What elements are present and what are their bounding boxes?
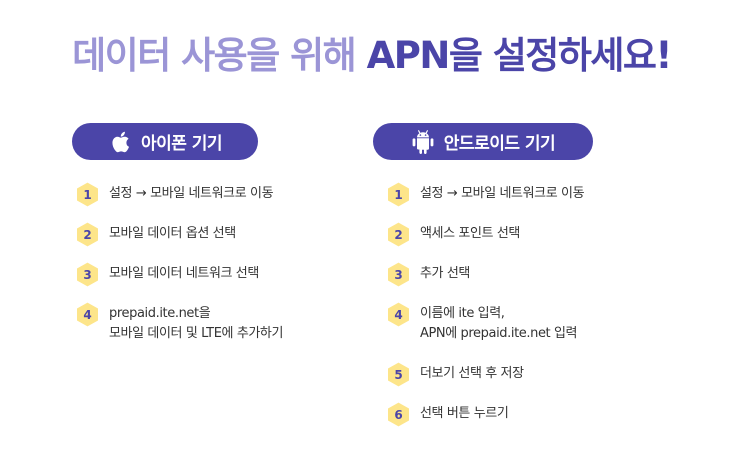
- step-item: 3 추가 선택: [387, 262, 470, 287]
- step-number: 1: [394, 187, 403, 202]
- step-number-badge: 2: [387, 222, 410, 247]
- step-number: 3: [83, 267, 92, 282]
- step-text-line: 이름에 ite 입력,: [420, 306, 505, 321]
- step-item: 3 모바일 데이터 네트워크 선택: [76, 262, 259, 287]
- step-text-line: 더보기 선택 후 저장: [420, 366, 524, 381]
- step-item: 1 설정 → 모바일 네트워크로 이동: [76, 182, 274, 207]
- step-number: 5: [394, 367, 403, 382]
- step-text: 선택 버튼 누르기: [420, 402, 509, 424]
- step-text-line: 모바일 데이터 옵션 선택: [109, 226, 236, 241]
- apple-icon: [108, 130, 132, 154]
- android-device-label: 안드로이드 기기: [443, 134, 556, 154]
- title-strong-text: APN을 설정하세요!: [366, 34, 673, 77]
- step-text: 설정 → 모바일 네트워크로 이동: [420, 182, 585, 204]
- step-number: 2: [394, 227, 403, 242]
- android-icon: [411, 129, 435, 154]
- step-item: 6 선택 버튼 누르기: [387, 402, 509, 427]
- step-text: 더보기 선택 후 저장: [420, 362, 524, 384]
- step-number: 4: [83, 307, 92, 322]
- step-text-line: 모바일 데이터 및 LTE에 추가하기: [109, 326, 284, 341]
- step-number-badge: 4: [76, 302, 99, 327]
- step-number-badge: 6: [387, 402, 410, 427]
- step-text: 추가 선택: [420, 262, 470, 284]
- step-number-badge: 3: [76, 262, 99, 287]
- step-text: 모바일 데이터 네트워크 선택: [109, 262, 259, 284]
- step-number: 3: [394, 267, 403, 282]
- step-number: 6: [394, 407, 403, 422]
- step-number-badge: 3: [387, 262, 410, 287]
- ios-device-label: 아이폰 기기: [140, 134, 223, 154]
- step-number-badge: 2: [76, 222, 99, 247]
- step-item: 2 액세스 포인트 선택: [387, 222, 520, 247]
- step-number: 2: [83, 227, 92, 242]
- android-device-pill: 안드로이드 기기: [373, 123, 593, 160]
- step-number: 4: [394, 307, 403, 322]
- step-text-line: 설정 → 모바일 네트워크로 이동: [109, 186, 274, 201]
- page-title: 데이터 사용을 위해 APN을 설정하세요!: [0, 30, 743, 82]
- step-text-line: APN에 prepaid.ite.net 입력: [420, 326, 578, 341]
- step-text-line: 액세스 포인트 선택: [420, 226, 520, 241]
- step-text: 액세스 포인트 선택: [420, 222, 520, 244]
- step-text-line: 선택 버튼 누르기: [420, 406, 509, 421]
- step-text: 설정 → 모바일 네트워크로 이동: [109, 182, 274, 204]
- step-number-badge: 5: [387, 362, 410, 387]
- step-number-badge: 1: [76, 182, 99, 207]
- step-text: 이름에 ite 입력, APN에 prepaid.ite.net 입력: [420, 302, 578, 344]
- step-item: 5 더보기 선택 후 저장: [387, 362, 524, 387]
- step-text-line: 모바일 데이터 네트워크 선택: [109, 266, 259, 281]
- step-text-line: 설정 → 모바일 네트워크로 이동: [420, 186, 585, 201]
- step-number-badge: 1: [387, 182, 410, 207]
- step-text-line: prepaid.ite.net을: [109, 306, 211, 321]
- step-item: 4 이름에 ite 입력, APN에 prepaid.ite.net 입력: [387, 302, 578, 344]
- step-text: 모바일 데이터 옵션 선택: [109, 222, 236, 244]
- step-number-badge: 4: [387, 302, 410, 327]
- step-item: 1 설정 → 모바일 네트워크로 이동: [387, 182, 585, 207]
- step-item: 2 모바일 데이터 옵션 선택: [76, 222, 236, 247]
- title-light-text: 데이터 사용을 위해: [72, 34, 357, 77]
- step-text-line: 추가 선택: [420, 266, 470, 281]
- step-number: 1: [83, 187, 92, 202]
- ios-device-pill: 아이폰 기기: [72, 123, 258, 160]
